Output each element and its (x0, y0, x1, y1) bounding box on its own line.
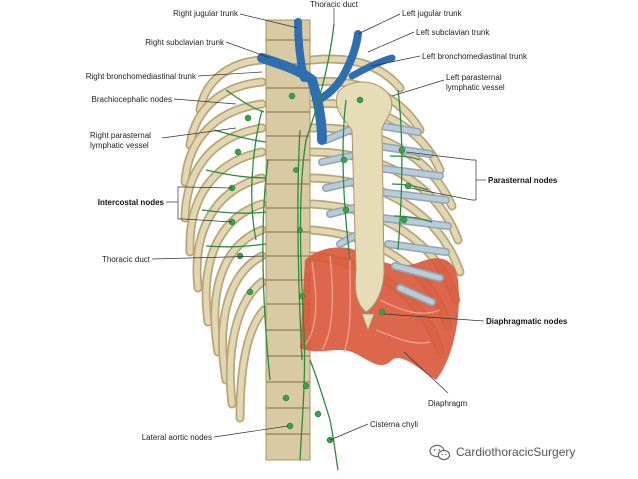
label-lateral-aortic-nodes: Lateral aortic nodes (142, 433, 212, 442)
label-right-bronchomediastinal-trunk: Right bronchomediastinal trunk (86, 72, 197, 81)
label-thoracic-duct-top: Thoracic duct (310, 0, 359, 9)
labels: Thoracic duct Right jugular trunk Left j… (86, 0, 568, 442)
label-left-subclavian-trunk: Left subclavian trunk (416, 28, 490, 37)
label-brachiocephalic-nodes: Brachiocephalic nodes (92, 95, 173, 104)
sternum (336, 81, 393, 332)
label-thoracic-duct: Thoracic duct (102, 255, 151, 264)
label-diaphragmatic-nodes: Diaphragmatic nodes (486, 317, 568, 326)
wechat-icon (429, 444, 451, 461)
label-right-subclavian-trunk: Right subclavian trunk (145, 38, 225, 47)
label-right-parasternal-line2: lymphatic vessel (90, 141, 149, 150)
label-cisterna-chyli: Cisterna chyli (370, 420, 418, 429)
label-left-parasternal-line2: lymphatic vessel (446, 83, 505, 92)
label-left-jugular-trunk: Left jugular trunk (402, 9, 463, 18)
lymph-nodes (228, 92, 412, 444)
leader-lines (151, 8, 486, 441)
ribs-right (180, 55, 269, 423)
lymphatic-vessels (201, 23, 433, 471)
watermark-text: CardiothoracicSurgery (456, 445, 575, 459)
label-right-jugular-trunk: Right jugular trunk (173, 9, 239, 18)
veins (257, 18, 396, 145)
label-right-parasternal-line1: Right parasternal (90, 131, 151, 140)
label-left-parasternal-line1: Left parasternal (446, 73, 502, 82)
illustration (180, 18, 465, 471)
watermark: CardiothoracicSurgery (429, 444, 575, 461)
label-diaphragm: Diaphragm (428, 399, 467, 408)
label-left-bronchomediastinal-trunk: Left bronchomediastinal trunk (422, 52, 528, 61)
label-parasternal-nodes: Parasternal nodes (488, 176, 558, 185)
costal-cartilages (318, 122, 452, 306)
label-intercostal-nodes: Intercostal nodes (98, 198, 165, 207)
